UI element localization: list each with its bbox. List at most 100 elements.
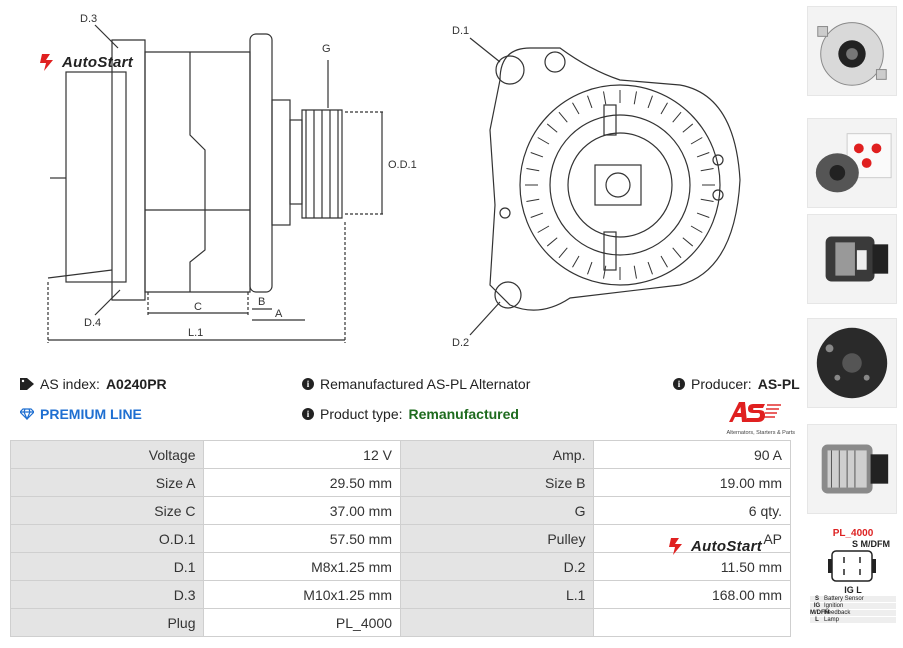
- spec-value: 11.50 mm: [593, 552, 791, 581]
- spec-label: D.1: [9, 552, 205, 581]
- producer-label: Producer:: [691, 376, 752, 392]
- alternator-side-2-image: [821, 444, 889, 494]
- pulley: [301, 109, 343, 219]
- plug-connector-icon: [828, 550, 876, 582]
- spec-label: Amp.: [399, 440, 595, 469]
- front-circle-outer: [519, 84, 721, 286]
- vent-slot: [587, 261, 593, 275]
- spec-label: D.3: [9, 580, 205, 609]
- autostart-logo-text: AutoStart: [691, 537, 763, 555]
- front-outline: [489, 47, 741, 311]
- info-icon: i: [673, 378, 685, 390]
- vent-slot: [690, 225, 703, 233]
- spec-label: Voltage: [9, 440, 205, 469]
- technical-drawing: D.3 D.4 G O.D.1 C B A L.1 D.1 D.2: [47, 13, 741, 349]
- vent-slot: [682, 237, 694, 247]
- description-line: i Remanufactured AS-PL Alternator: [302, 376, 530, 392]
- pulley-nut: [594, 164, 642, 206]
- autostart-logo-text: AutoStart: [62, 53, 134, 71]
- spec-label: Size B: [399, 468, 595, 497]
- vent-slot: [530, 152, 544, 158]
- spec-label: O.D.1: [9, 524, 205, 553]
- autostart-logo-mark: [40, 54, 53, 71]
- producer-value: AS-PL: [757, 376, 800, 392]
- spec-value: 168.00 mm: [593, 580, 791, 609]
- vent-slot: [700, 198, 714, 202]
- vent-slot: [530, 212, 544, 218]
- alternator-box-image: [815, 133, 892, 193]
- autostart-logo: AutoStart: [36, 52, 133, 72]
- pulley-hub: [271, 99, 291, 226]
- vent-slot: [546, 123, 558, 133]
- alternator-rear-image: [816, 327, 888, 399]
- as-logo-mark: [729, 402, 781, 422]
- alternator-side-image: [825, 236, 889, 282]
- stator-body: [144, 51, 251, 293]
- front-flange: [249, 33, 273, 293]
- label-d2: D.2: [452, 337, 469, 349]
- vent-slot: [690, 137, 703, 145]
- as-index: AS index: A0240PR: [20, 376, 167, 392]
- label-d3: D.3: [80, 13, 97, 25]
- vent-slot: [587, 95, 593, 109]
- vent-slot: [672, 111, 682, 123]
- plug-legend-desc: Feedback: [824, 610, 851, 616]
- thumbnail-box[interactable]: [807, 118, 897, 208]
- vent-slot: [647, 261, 653, 275]
- info-icon: i: [302, 408, 314, 420]
- plug-legend-desc: Battery Sensor: [824, 596, 864, 602]
- product-type-value: Remanufactured: [408, 406, 519, 422]
- vent-slot: [672, 247, 682, 259]
- rear-housing: [65, 71, 127, 283]
- spec-label: Size C: [9, 496, 205, 525]
- label-d4: D.4: [84, 317, 101, 329]
- label-od1: O.D.1: [388, 159, 417, 171]
- label-c: C: [194, 301, 202, 313]
- label-d1: D.1: [452, 25, 469, 37]
- plug-legend-row: S Battery Sensor: [810, 596, 896, 602]
- spec-label: Plug: [9, 608, 205, 637]
- vent-slot: [696, 152, 710, 158]
- thumbnail-rear[interactable]: [807, 318, 897, 408]
- spec-value: 6 qty.: [593, 496, 791, 525]
- plug-legend-code: S: [814, 596, 819, 602]
- as-index-value: A0240PR: [105, 376, 167, 392]
- autostart-table-logo: AutoStart: [665, 536, 762, 556]
- spec-label: D.2: [399, 552, 595, 581]
- product-type-label: Product type:: [320, 406, 403, 422]
- diamond-icon: [20, 408, 34, 420]
- description: Remanufactured AS-PL Alternator: [320, 376, 531, 392]
- plug-title: PL_4000: [832, 528, 874, 539]
- alternator-front-image: [817, 22, 887, 86]
- plug-legend-code: L: [815, 617, 819, 623]
- spec-value: 12 V: [203, 440, 401, 469]
- spec-value: 19.00 mm: [593, 468, 791, 497]
- vent-slot: [572, 255, 580, 268]
- tag-icon: [20, 378, 34, 390]
- vent-slot: [696, 212, 710, 218]
- as-index-label: AS index:: [40, 376, 100, 392]
- vent-slot: [558, 111, 568, 123]
- thumbnail-front[interactable]: [807, 6, 897, 96]
- spec-label: Pulley: [399, 524, 595, 553]
- vent-slot: [633, 265, 637, 279]
- rear-frame: [111, 39, 146, 301]
- spec-value: 37.00 mm: [203, 496, 401, 525]
- thumbnail-side[interactable]: [807, 214, 897, 304]
- spec-value: [593, 608, 791, 637]
- vent-slot: [537, 225, 550, 233]
- thumbnail-side-2[interactable]: [807, 424, 897, 514]
- spec-value: 90 A: [593, 440, 791, 469]
